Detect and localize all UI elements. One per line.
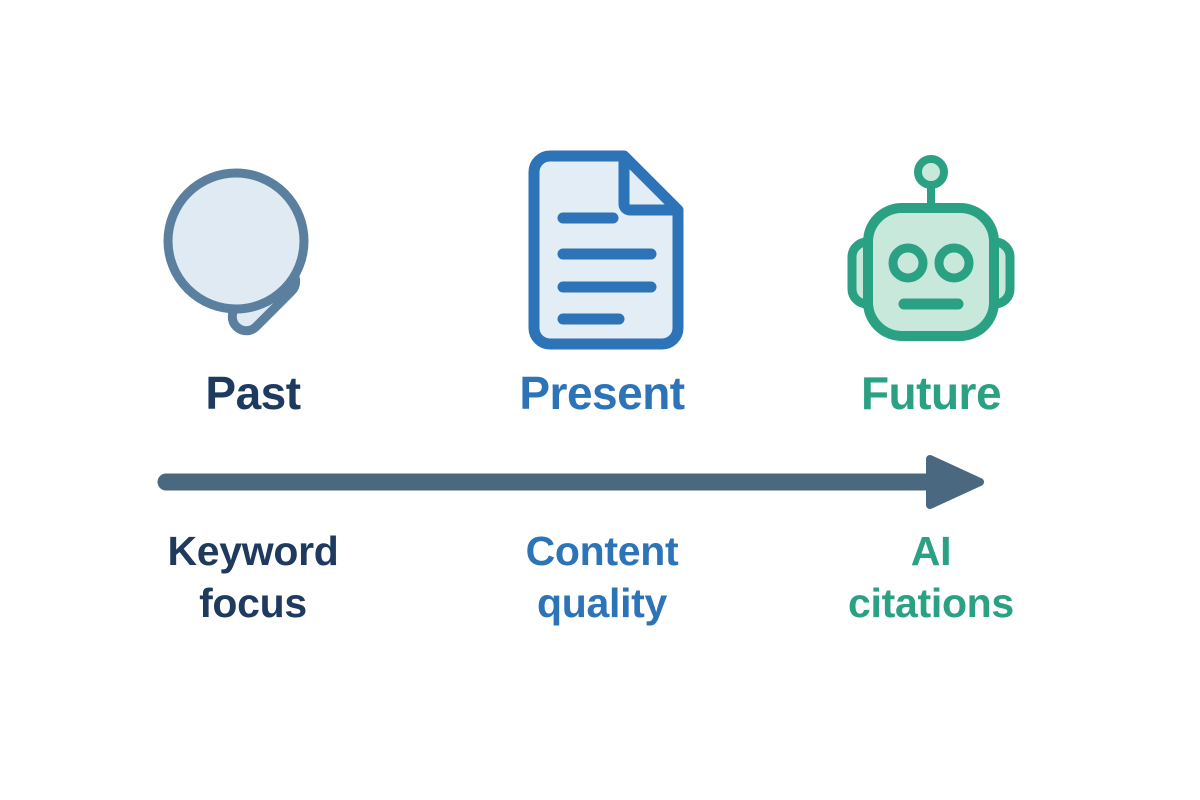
stage-heading-future: Future [860, 367, 1002, 419]
caption-past: Keyword focus [103, 525, 403, 630]
caption-present-line-2: quality [536, 580, 668, 627]
caption-future: AI citations [781, 525, 1081, 630]
robot-icon [781, 140, 1081, 355]
caption-future-line-1: AI [910, 528, 952, 574]
stage-heading-present: Present [519, 367, 685, 419]
magnifying-glass-icon [103, 140, 403, 355]
caption-present-line-1: Content [525, 528, 679, 574]
stage-column-present: Present [452, 140, 752, 417]
timeline-arrow-head [926, 455, 984, 509]
caption-future-line-2: citations [848, 580, 1014, 627]
caption-past-line-1: Keyword [167, 528, 339, 574]
document-icon [452, 140, 752, 355]
caption-present: Content quality [452, 525, 752, 630]
stage-column-past: Past [103, 140, 403, 417]
stage-heading-past: Past [205, 367, 301, 419]
stage-column-future: Future [781, 140, 1081, 417]
timeline-arrow [0, 455, 1200, 510]
caption-past-line-2: focus [199, 580, 307, 627]
